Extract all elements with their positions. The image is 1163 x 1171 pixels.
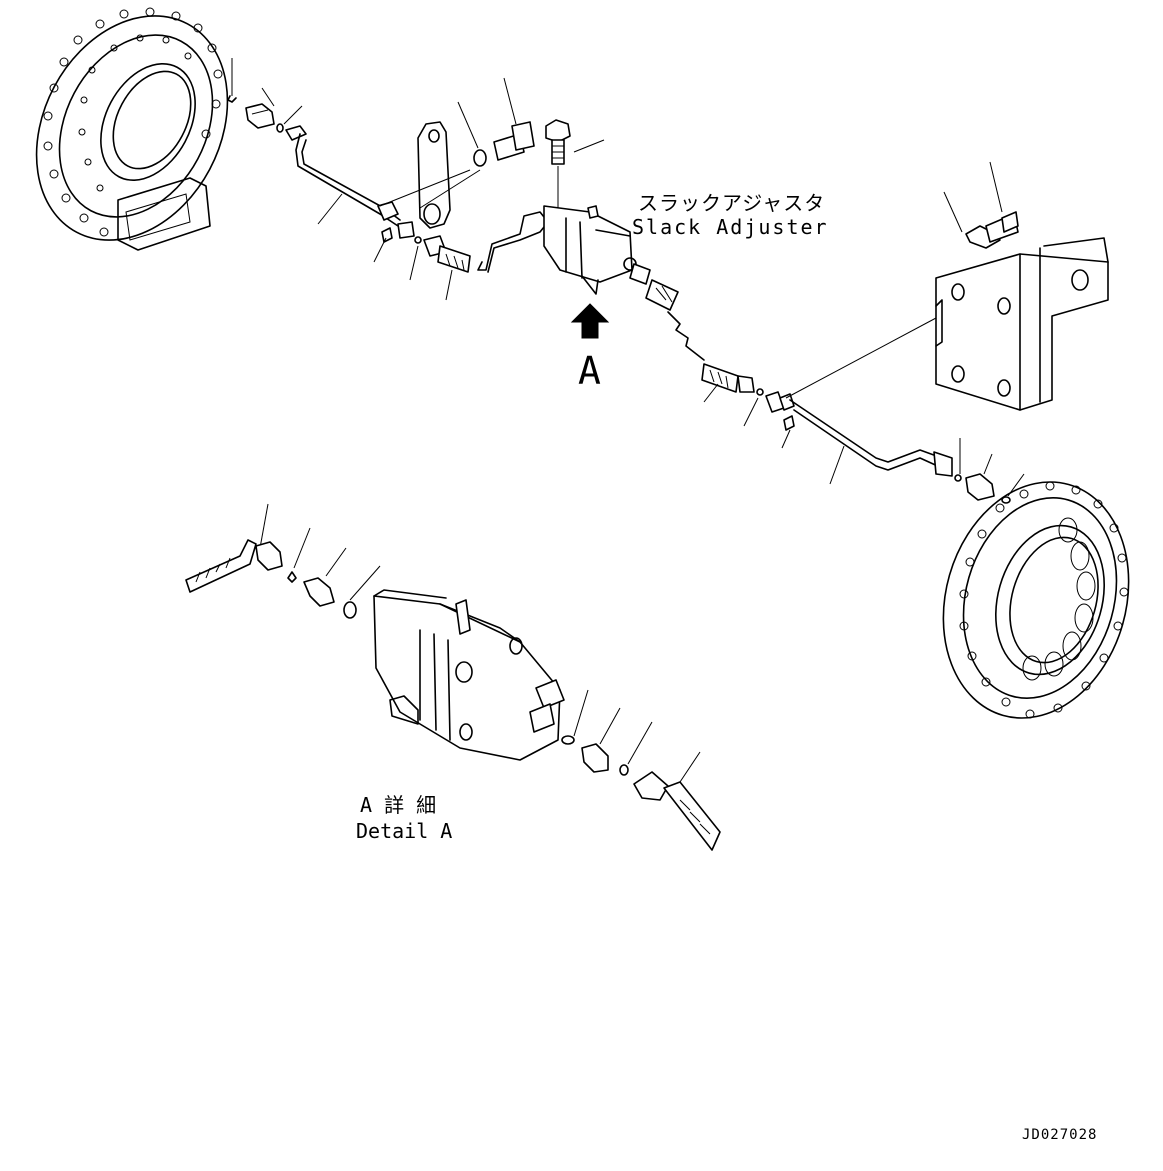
slack-adjuster-label-jp: スラックアジャスタ — [638, 191, 825, 215]
mounting-bracket — [379, 77, 535, 229]
left-adapter-fitting — [245, 103, 275, 129]
axle-housing-bracket — [935, 161, 1109, 411]
left-brake-pipe-assembly — [227, 58, 471, 301]
right-brake-disc — [942, 481, 1130, 719]
left-brake-disc — [35, 7, 229, 251]
slack-adjuster-label-en: Slack Adjuster — [632, 215, 829, 239]
detail-a-label-jp: A 詳 細 — [360, 793, 436, 817]
slack-adjuster-upper — [477, 205, 705, 361]
detail-a-assembly: A 詳 細 Detail A — [185, 503, 721, 851]
arrow-up-icon — [570, 303, 610, 339]
view-arrow-a: A — [570, 303, 610, 393]
right-brake-pipe-assembly — [701, 317, 1025, 504]
slack-adjuster-callout: スラックアジャスタ Slack Adjuster — [632, 191, 829, 239]
detail-a-label-en: Detail A — [356, 819, 452, 843]
view-marker-label: A — [578, 349, 601, 393]
drawing-number: JD027028 — [1022, 1127, 1097, 1143]
